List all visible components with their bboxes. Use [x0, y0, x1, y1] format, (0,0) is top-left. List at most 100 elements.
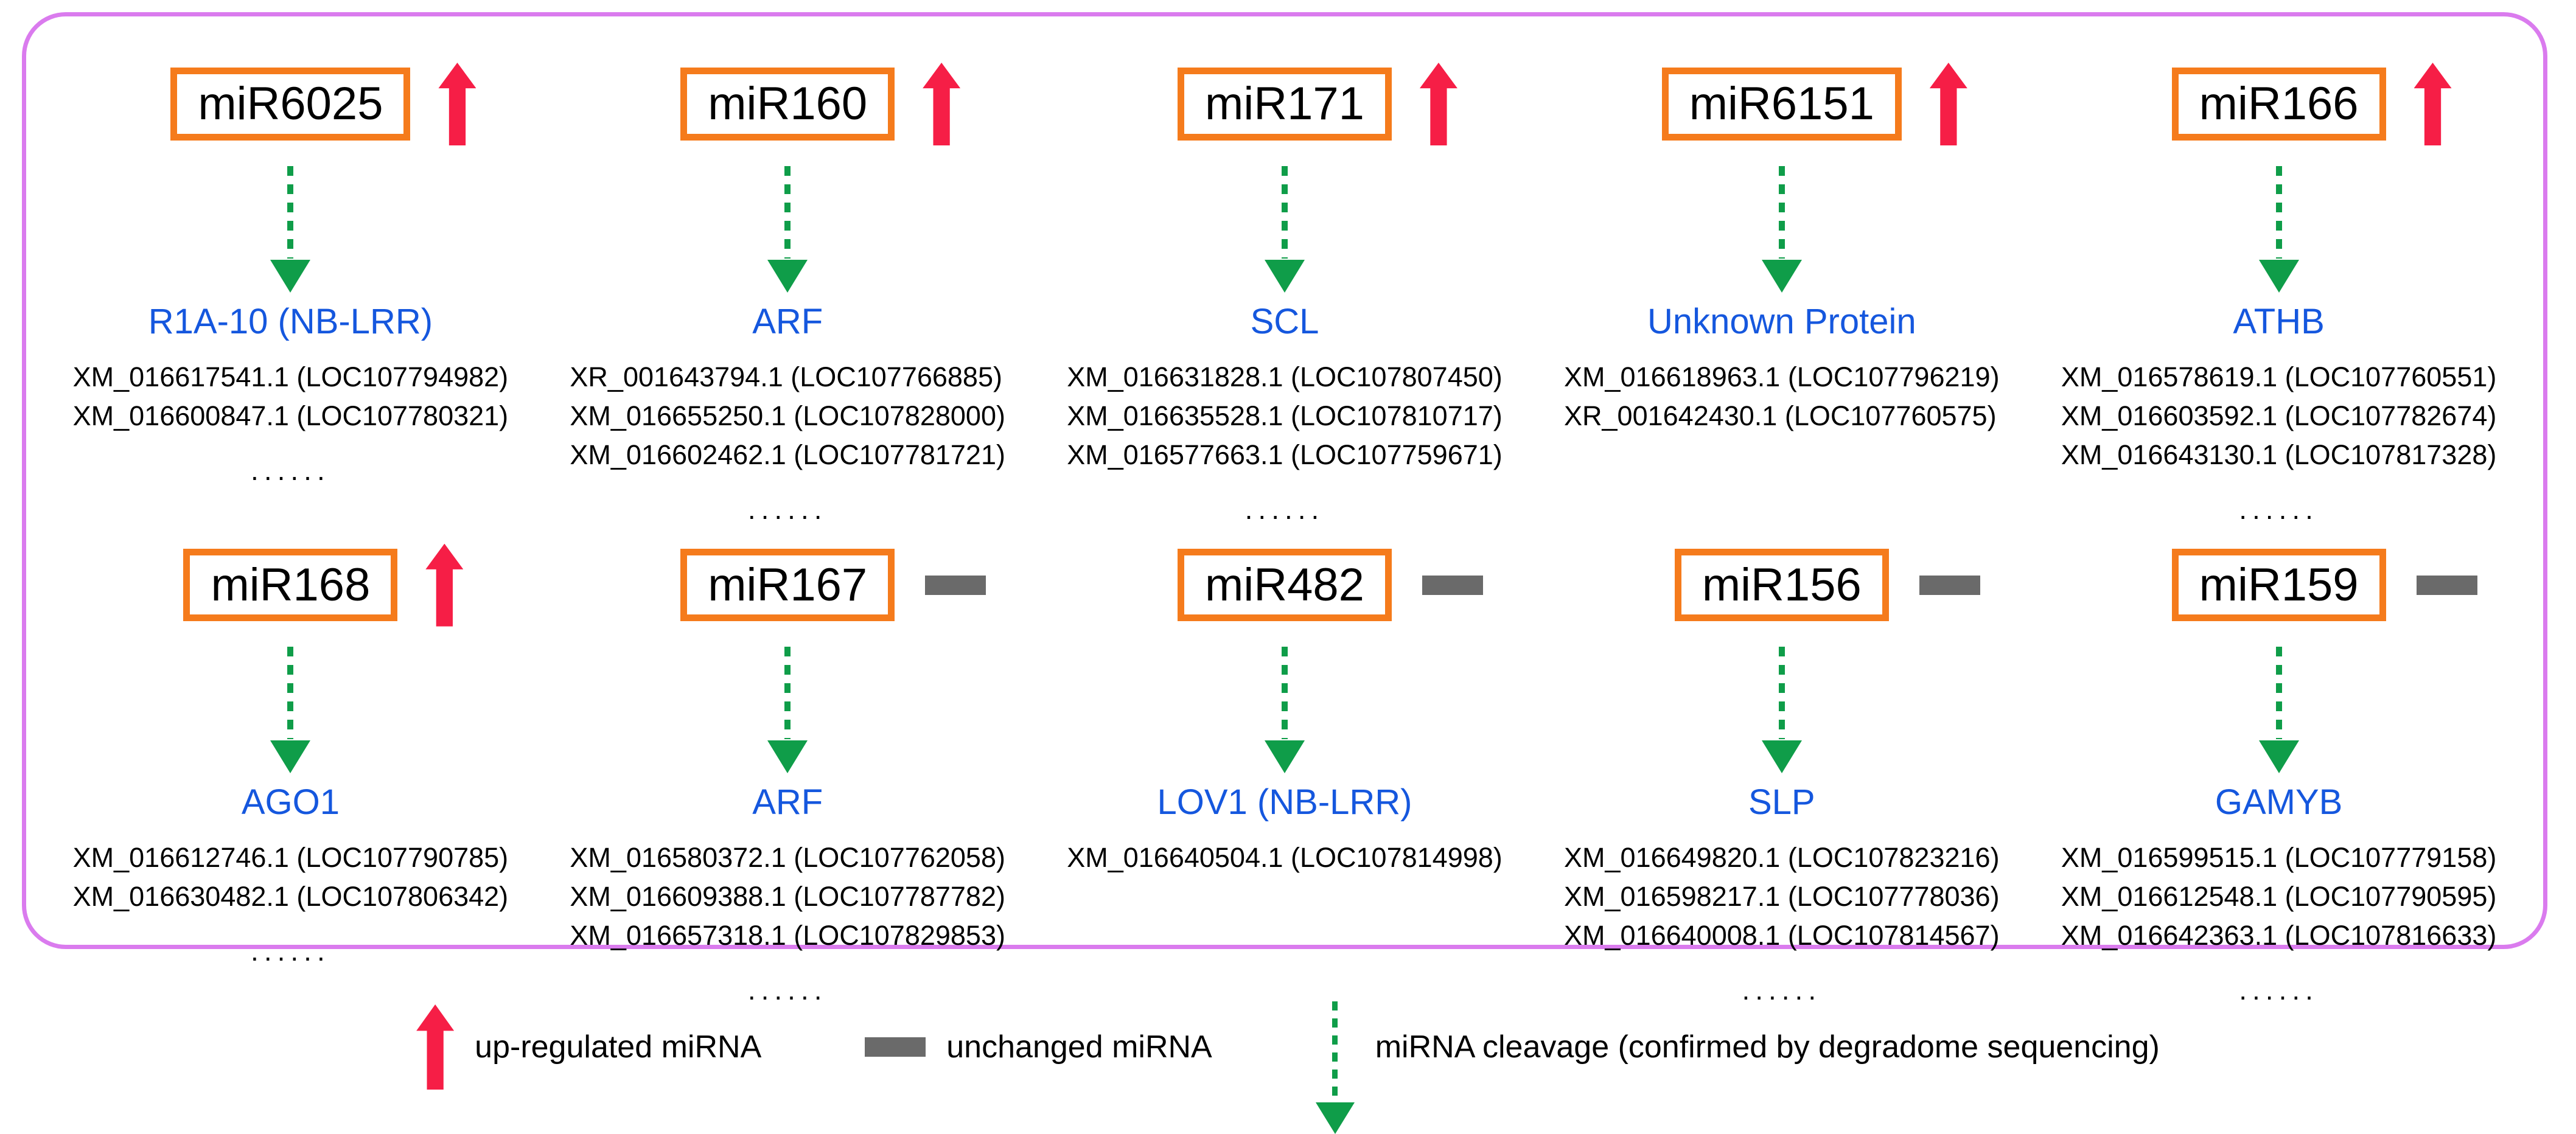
cleavage-arrow-head — [2258, 259, 2299, 293]
cleavage-arrow-head — [1264, 740, 1305, 774]
target-name: ATHB — [2233, 301, 2325, 341]
mirna-box: miR167 — [680, 548, 895, 622]
cleavage-arrow-icon — [1761, 165, 1802, 293]
mirna-unit: miR482 LOV1 (NB-LRR) XM_016640504.1 (LOC… — [1036, 526, 1534, 1007]
cleavage-arrow-stem — [287, 647, 294, 740]
mirna-label: miR159 — [2199, 558, 2359, 611]
mirna-box: miR482 — [1178, 548, 1392, 622]
mirna-box: miR168 — [183, 548, 398, 622]
cleavage-arrow-head — [767, 740, 808, 774]
legend-item-cleavage: miRNA cleavage (confirmed by degradome s… — [1315, 981, 2160, 1134]
ellipsis: ...... — [251, 935, 330, 967]
mirna-box: miR156 — [1674, 548, 1889, 622]
cleavage-arrow-icon — [1264, 165, 1305, 293]
ellipsis: ...... — [2239, 974, 2319, 1006]
accession-list: XM_016578619.1 (LOC107760551)XM_01660359… — [2061, 358, 2497, 475]
mirna-box: miR171 — [1178, 68, 1392, 141]
legend-up-arrow-icon — [416, 1004, 455, 1090]
accession-item: XM_016609388.1 (LOC107787782) — [570, 881, 1005, 913]
target-name: R1A-10 (NB-LRR) — [148, 301, 433, 341]
accession-list: XM_016580372.1 (LOC107762058) XM_01660938… — [570, 838, 1005, 955]
accession-item: XM_016612548.1 (LOC107790595) — [2061, 881, 2497, 913]
mirna-unit: miR6151 Unknown Protein XM_016618963.1 (… — [1533, 44, 2030, 526]
accession-item: XM_016598217.1 (LOC107778036) — [1564, 881, 2000, 913]
ellipsis: ...... — [747, 974, 828, 1006]
mirna-header: miR166 — [2171, 63, 2452, 145]
cleavage-arrow-icon — [1264, 647, 1305, 774]
mirna-box: miR6025 — [170, 68, 411, 141]
mirna-row: miR6025 R1A-10 (NB-LRR) XM_016617541.1 (… — [42, 44, 2527, 526]
cleavage-arrow-stem — [2275, 647, 2282, 740]
legend-dash-icon — [865, 1037, 926, 1057]
mirna-label: miR171 — [1205, 78, 1364, 130]
up-arrow-icon — [1419, 63, 1457, 145]
mirna-unit: miR156 SLP XM_016649820.1 (LOC107823216)… — [1533, 526, 2030, 1007]
cleavage-arrow-icon — [2258, 647, 2299, 774]
mirna-row: miR168 AGO1 XM_016612746.1 (LOC107790785… — [42, 526, 2527, 1007]
cleavage-arrow-stem — [1281, 647, 1288, 740]
accession-item: XM_016655250.1 (LOC107828000) — [570, 400, 1005, 431]
mirna-header: miR167 — [680, 548, 986, 622]
accession-item: XM_016580372.1 (LOC107762058) — [570, 842, 1005, 874]
accession-item: XM_016640504.1 (LOC107814998) — [1067, 842, 1503, 874]
up-arrow-icon — [923, 63, 961, 145]
accession-list: XM_016612746.1 (LOC107790785) XM_01663048… — [73, 838, 509, 916]
legend-cleavage-arrow-icon — [1315, 1001, 1355, 1134]
accession-list: XM_016649820.1 (LOC107823216) XM_01659821… — [1564, 838, 2000, 955]
mirna-label: miR6025 — [198, 78, 383, 130]
ellipsis: ...... — [747, 493, 828, 525]
accession-item: XM_016599515.1 (LOC107779158) — [2061, 842, 2497, 874]
accession-item: XM_016649820.1 (LOC107823216) — [1564, 842, 2000, 874]
diagram-panel: miR6025 R1A-10 (NB-LRR) XM_016617541.1 (… — [22, 12, 2547, 1006]
unchanged-dash-icon — [2416, 575, 2477, 595]
cleavage-arrow-icon — [767, 647, 808, 774]
up-arrow-icon — [1929, 63, 1967, 145]
accession-item: XM_016635528.1 (LOC107810717) — [1067, 400, 1503, 431]
mirna-unit: miR166 ATHB XM_016578619.1 (LOC107760551… — [2030, 44, 2527, 526]
accession-item: XM_016600847.1 (LOC107780321) — [72, 400, 509, 431]
cleavage-arrow-head — [1264, 259, 1305, 293]
cleavage-arrow-stem — [287, 165, 294, 259]
legend-cleavage-arrow-head — [1315, 1102, 1355, 1134]
mirna-header: miR159 — [2171, 548, 2477, 622]
mirna-label: miR168 — [211, 558, 371, 611]
accession-item: XM_016618963.1 (LOC107796219) — [1564, 361, 2000, 392]
legend-up-label: up-regulated miRNA — [475, 1029, 762, 1065]
mirna-label: miR156 — [1702, 558, 1862, 611]
mirna-box: miR166 — [2171, 68, 2386, 141]
legend-item-unchanged: unchanged miRNA — [865, 1029, 1212, 1065]
mirna-header: miR482 — [1178, 548, 1483, 622]
legend-cleavage-label: miRNA cleavage (confirmed by degradome s… — [1375, 1029, 2160, 1065]
cleavage-arrow-stem — [1778, 647, 1785, 740]
mirna-header: miR168 — [183, 543, 464, 627]
mirna-unit: miR160 ARF XR_001643794.1 (LOC107766885)… — [539, 44, 1036, 526]
target-name: LOV1 (NB-LRR) — [1157, 782, 1412, 823]
accession-item: XM_016617541.1 (LOC107794982) — [72, 361, 509, 392]
accession-item: XM_016630482.1 (LOC107806342) — [72, 881, 509, 913]
cleavage-arrow-head — [1761, 740, 1802, 774]
accession-item: XM_016603592.1 (LOC107782674) — [2061, 400, 2497, 431]
cleavage-arrow-stem — [1778, 165, 1785, 259]
cleavage-arrow-stem — [1281, 165, 1288, 259]
target-name: SCL — [1250, 301, 1319, 341]
accession-list: XM_016617541.1 (LOC107794982) XM_01660084… — [73, 358, 509, 436]
cleavage-arrow-icon — [270, 165, 311, 293]
cleavage-arrow-head — [270, 259, 311, 293]
cleavage-arrow-head — [767, 259, 808, 293]
accession-item: XR_001643794.1 (LOC107766885) — [570, 361, 1002, 392]
up-arrow-icon — [438, 63, 476, 145]
mirna-label: miR482 — [1205, 558, 1364, 611]
target-name: ARF — [752, 782, 823, 823]
accession-list: XM_016618963.1 (LOC107796219) XR_00164243… — [1564, 358, 2000, 436]
cleavage-arrow-icon — [2258, 165, 2299, 293]
target-name: GAMYB — [2215, 782, 2343, 823]
accession-item: XM_016631828.1 (LOC107807450) — [1067, 361, 1503, 392]
accession-item: XR_001642430.1 (LOC107760575) — [1564, 400, 1997, 431]
cleavage-arrow-icon — [1761, 647, 1802, 774]
accession-item: XM_016612746.1 (LOC107790785) — [72, 842, 509, 874]
mirna-box: miR159 — [2171, 548, 2386, 622]
mirna-unit: miR159 GAMYB XM_016599515.1 (LOC10777915… — [2030, 526, 2527, 1007]
mirna-label: miR166 — [2199, 78, 2359, 130]
up-arrow-icon — [425, 543, 464, 627]
mirna-label: miR160 — [708, 78, 868, 130]
